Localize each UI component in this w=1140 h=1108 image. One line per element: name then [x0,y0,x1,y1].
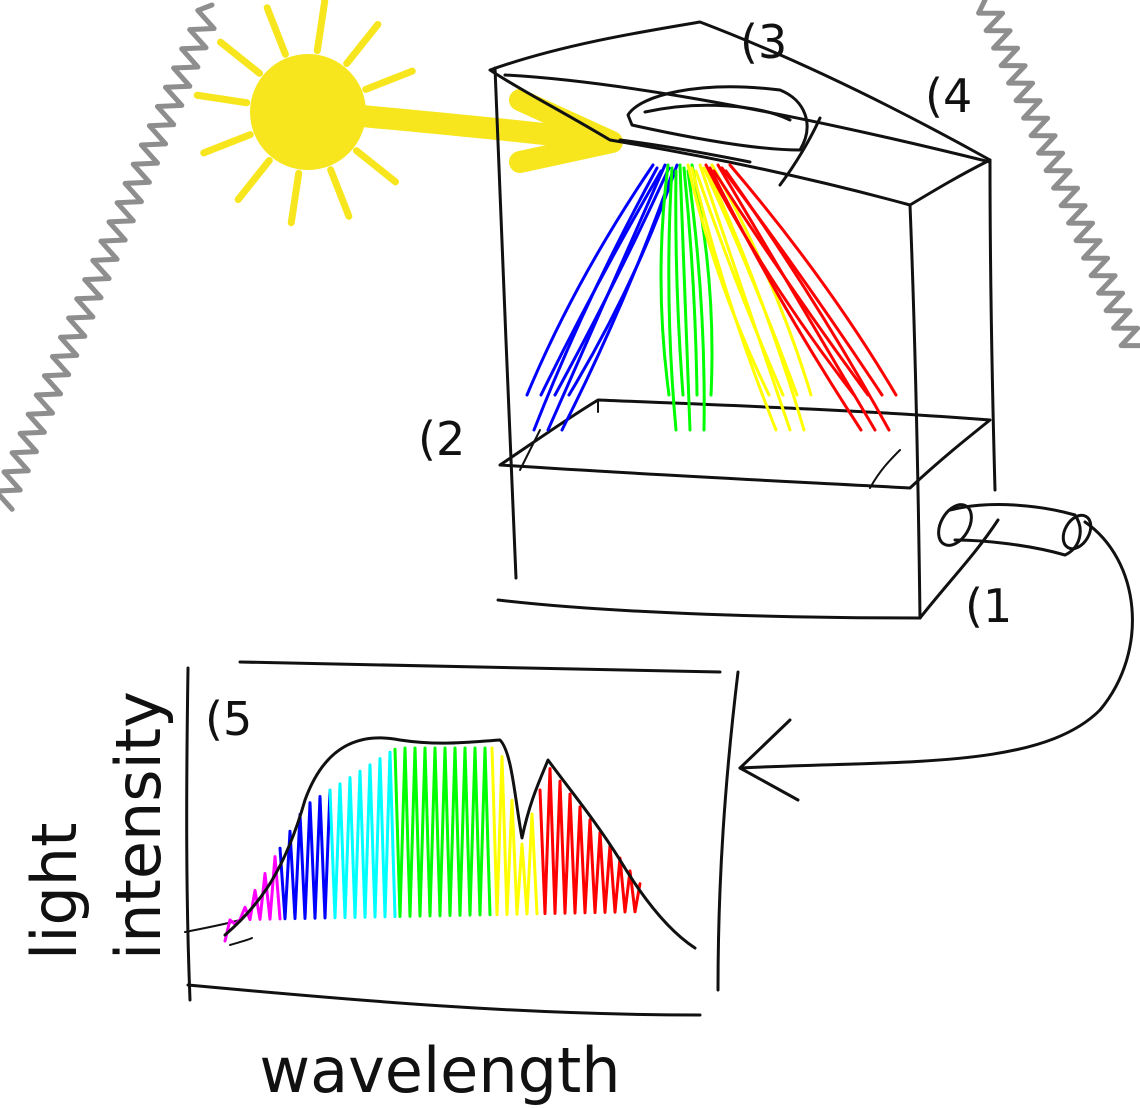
diffracted-beam-strand [706,169,806,432]
spectrum-band-scribble [393,746,492,918]
sunlight-arrow [289,89,623,173]
spectrum-color-fill [223,746,642,943]
diffracted-beam-strand [716,163,877,432]
left-wavy-line [0,2,217,512]
diffracted-beam-strand [724,169,891,432]
sun-ray [216,38,264,77]
diffracted-beam-strand [704,163,856,397]
sun-ray [327,166,353,220]
graph-top-edge [238,660,722,674]
diffracted-beam-strand [678,163,692,432]
diffracted-beam-strand [728,163,898,397]
sun-ray [343,20,382,68]
diffracted-beam-strand [690,166,778,432]
top-dome-inner [643,103,792,122]
graph-bottom-axis [186,983,702,1017]
box-right-edge [908,203,922,620]
box-top-edge [503,73,992,164]
diffracted-beam-strand [674,169,685,397]
box-top-face [488,20,992,207]
entrance-slit [618,138,752,164]
spectrum-graph [184,660,740,1017]
box-left-edge [493,66,518,580]
marker-5-label: (5 [205,692,252,746]
spectrometer-box [488,20,1000,620]
detector-tray-inner [519,399,599,471]
right-wavy-line [976,0,1140,349]
sun-icon [193,0,623,227]
y-axis-label-intensity: intensity [102,691,175,960]
marker-1-label: (1 [965,579,1012,633]
diffracted-beam-strand [698,163,792,432]
diffracted-beam-strand [567,163,679,397]
sun-ray [313,0,329,55]
spectrum-band-scribble [328,750,397,920]
cable-connector-back [1061,513,1093,551]
diffracted-beam-strand [659,163,671,397]
diffracted-beam-strand [694,169,785,397]
box-back-edge [988,158,997,492]
graph-baseline-scribble [184,919,253,946]
diffracted-beam-strand [708,166,863,432]
diffracted-beam-strand [682,166,699,397]
detector-tray-front [869,449,901,489]
top-dome-lens [626,85,809,152]
diffracted-beam-strand [667,166,678,432]
box-corner-edge [918,518,1000,620]
sun-ray [193,91,251,107]
marker-4-label: (4 [925,69,972,123]
cable-connector-body [948,503,1082,557]
diffracted-beam-strand [553,166,671,397]
box-bottom-edge [496,598,922,620]
detector-tray [498,398,992,490]
graph-right-edge [716,670,740,992]
spectrum-band-scribble [223,855,282,943]
diffracted-beam-strand [686,163,771,397]
sun-ray [234,156,273,204]
marker-2-label: (2 [418,412,465,466]
graph-left-axis [185,666,192,1002]
x-axis-label: wavelength [259,1034,620,1107]
sun-ray [200,131,254,157]
y-axis-label-light: light [18,823,91,960]
spectrum-band-scribble [278,788,332,921]
top-divider [778,116,822,187]
diffracted-beam-strand [560,169,675,432]
cable-arrow-head [738,718,800,802]
sun-ray [287,169,303,227]
spectrum-band-scribble [490,746,539,917]
sun-ray [263,4,289,58]
sun-ray [352,147,400,186]
sun-ray [362,67,416,93]
spectrum-envelope-curve [223,736,697,950]
diffracted-beam-strand [525,163,655,397]
cable-icon [738,503,1134,802]
diffracted-beams [525,163,898,432]
diffracted-beam-strand [686,169,706,432]
sun-rays [193,0,423,227]
diffracted-beam-strand [539,169,663,397]
marker-3-label: (3 [740,15,787,69]
spectrum-band-scribble [538,767,642,916]
cable-connector-front [937,503,973,547]
cable-line [738,520,1134,770]
